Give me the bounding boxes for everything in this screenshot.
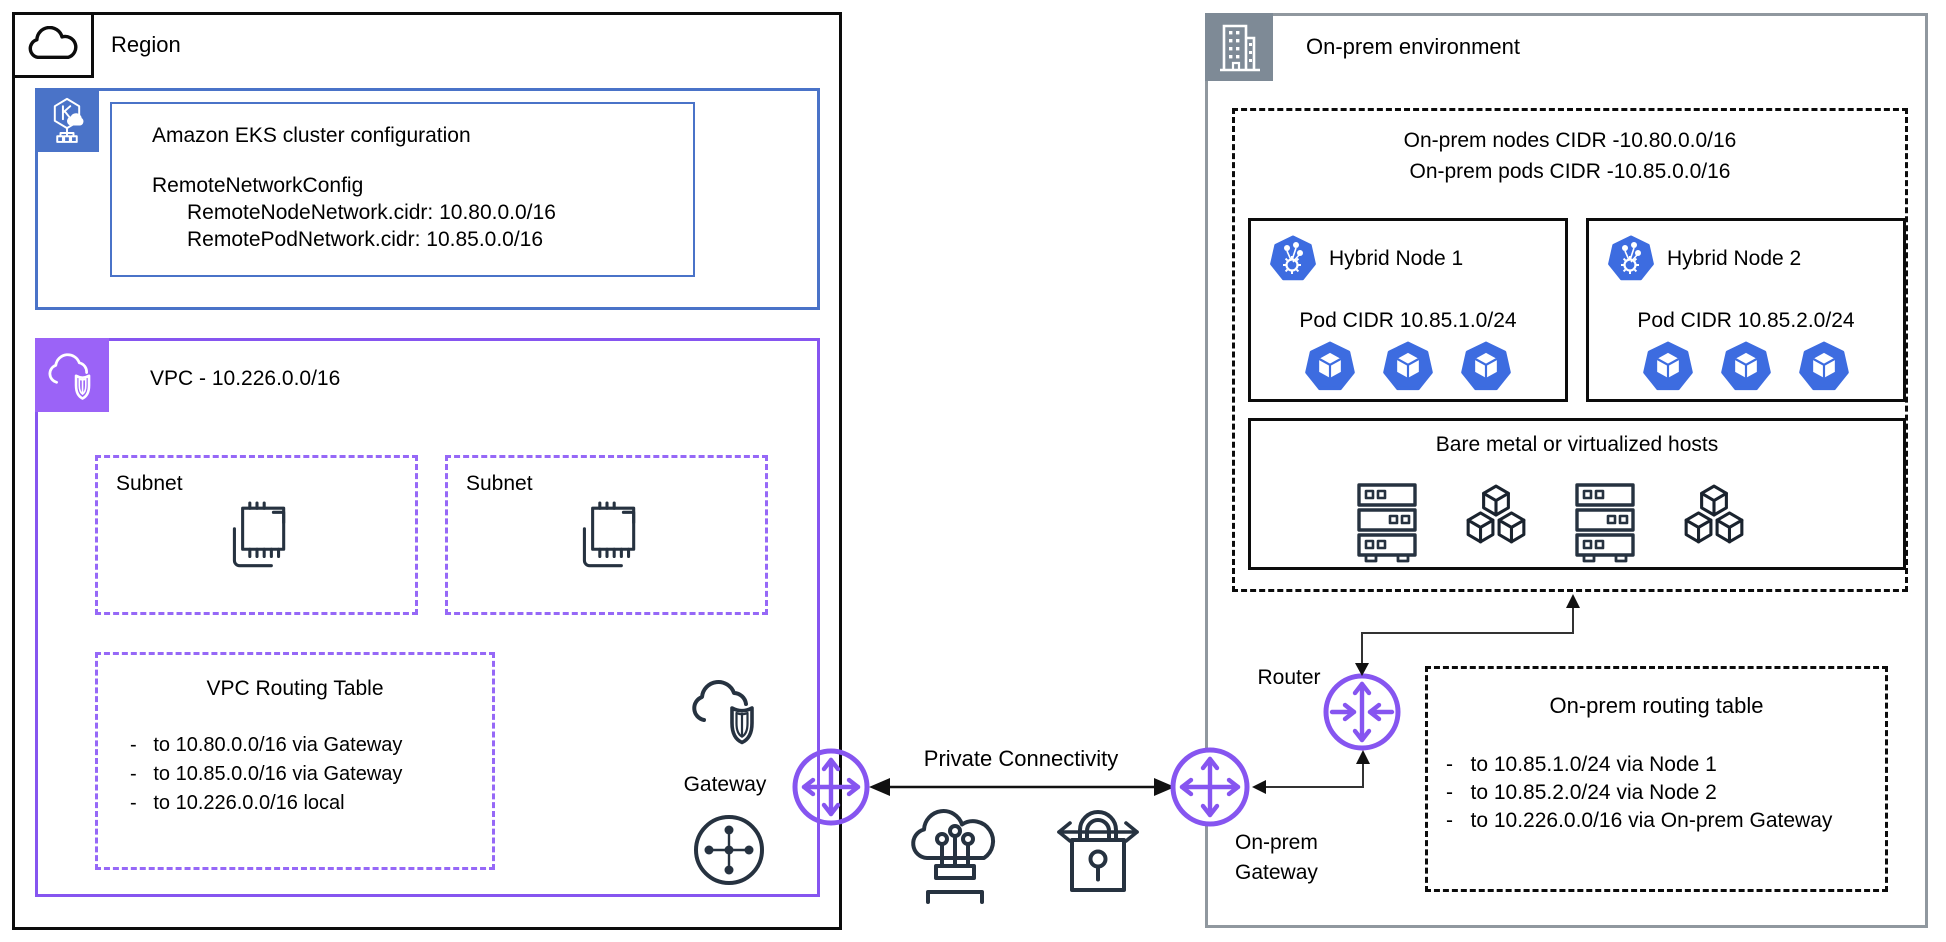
region-label: Region — [111, 32, 181, 57]
hybrid-node-2-title: Hybrid Node 2 — [1667, 247, 1802, 270]
eks-service-icon — [35, 88, 99, 152]
vpc-routes: - to 10.80.0.0/16 via Gateway - to 10.85… — [98, 731, 492, 818]
subnet-box-2: Subnet — [445, 455, 768, 615]
server-rack-icon — [1357, 483, 1417, 563]
vpn-lock-icon — [1057, 810, 1139, 892]
hybrid-node-2-pod-cidr: Pod CIDR 10.85.2.0/24 — [1637, 309, 1855, 332]
eks-config-title: Amazon EKS cluster configuration — [152, 124, 471, 147]
onprem-routes: - to 10.85.1.0/24 via Node 1 - to 10.85.… — [1428, 751, 1885, 835]
router-label: Router — [1257, 666, 1321, 689]
vpc-group: VPC - 10.226.0.0/16 Subnet Subnet — [35, 338, 820, 897]
hybrid-node-2-box: Hybrid Node 2 Pod CIDR 10.85.2.0/24 — [1586, 218, 1906, 402]
hybrid-node-1-pod-cidr: Pod CIDR 10.85.1.0/24 — [1299, 309, 1517, 332]
onprem-route: - to 10.226.0.0/16 via On-prem Gateway — [1446, 809, 1833, 832]
kubernetes-node-icon — [1270, 235, 1316, 281]
pod-icon — [1305, 341, 1355, 391]
eks-config-line: RemotePodNetwork.cidr: 10.85.0.0/16 — [152, 228, 544, 251]
vpc-routing-table: VPC Routing Table - to 10.80.0.0/16 via … — [95, 652, 495, 870]
hosts-icons-row — [1251, 483, 1903, 563]
onprem-nodes-cidr: On-prem nodes CIDR -10.80.0.0/16 — [1403, 129, 1737, 152]
hybrid-node-1-box: Hybrid Node 1 Pod CIDR 10.85.1.0/24 — [1248, 218, 1568, 402]
building-icon — [1205, 13, 1273, 81]
onprem-route: - to 10.85.1.0/24 via Node 1 — [1446, 753, 1717, 776]
private-connectivity-arrow — [869, 778, 1175, 796]
vpc-route: - to 10.85.0.0/16 via Gateway — [130, 763, 403, 785]
cubes-icon — [1466, 484, 1526, 544]
subnet-box-1: Subnet — [95, 455, 418, 615]
pod-icon — [1461, 341, 1511, 391]
gateway-label: Gateway — [683, 773, 767, 796]
bare-metal-hosts-title: Bare metal or virtualized hosts — [1435, 433, 1719, 456]
subnet-label: Subnet — [466, 472, 533, 495]
aws-cloud-icon — [28, 26, 78, 60]
pod-icon — [1799, 341, 1849, 391]
eks-config-lines: RemoteNetworkConfig RemoteNodeNetwork.ci… — [152, 172, 693, 253]
eks-config-panel: Amazon EKS cluster configuration RemoteN… — [110, 102, 695, 277]
onprem-network-boundary: On-prem nodes CIDR -10.80.0.0/16 On-prem… — [1232, 108, 1908, 592]
subnet-chip-icon — [232, 501, 285, 568]
server-rack-icon — [1575, 483, 1635, 563]
subnet-label: Subnet — [116, 472, 183, 495]
vpc-route: - to 10.80.0.0/16 via Gateway — [130, 734, 403, 756]
pod-icon — [1643, 341, 1693, 391]
onprem-routing-table: On-prem routing table - to 10.85.1.0/24 … — [1425, 666, 1888, 892]
pod-icon — [1721, 341, 1771, 391]
network-hub-icon — [694, 815, 764, 885]
vpc-route: - to 10.226.0.0/16 local — [130, 792, 345, 814]
onprem-gateway-label: On-prem Gateway — [1235, 831, 1318, 884]
eks-config-line: RemoteNetworkConfig — [152, 174, 364, 197]
onprem-route: - to 10.85.2.0/24 via Node 2 — [1446, 781, 1717, 804]
onprem-routing-table-title: On-prem routing table — [1549, 693, 1764, 718]
region-corner-box — [12, 12, 94, 78]
onprem-group: On-prem environment On-prem nodes CIDR -… — [1205, 13, 1928, 928]
subnet-chip-icon — [582, 501, 635, 568]
bare-metal-hosts-box: Bare metal or virtualized hosts — [1248, 418, 1906, 570]
hybrid-node-1-title: Hybrid Node 1 — [1329, 247, 1464, 270]
private-connectivity-label: Private Connectivity — [923, 746, 1119, 771]
vpc-title: VPC - 10.226.0.0/16 — [150, 367, 341, 390]
pod-icon — [1383, 341, 1433, 391]
direct-connect-icon — [911, 809, 995, 904]
vpc-icon — [35, 338, 109, 412]
onprem-title: On-prem environment — [1306, 34, 1520, 59]
eks-config-group: Amazon EKS cluster configuration RemoteN… — [35, 88, 820, 310]
cloud-shield-gateway-icon — [692, 680, 754, 745]
hybrid-node-1-pods — [1251, 341, 1565, 393]
cubes-icon — [1684, 484, 1744, 544]
kubernetes-node-icon — [1608, 235, 1654, 281]
vpc-routing-table-title: VPC Routing Table — [206, 677, 384, 700]
region-group: Region Amazon EKS cluster con — [12, 12, 842, 930]
onprem-pods-cidr: On-prem pods CIDR -10.85.0.0/16 — [1409, 160, 1731, 183]
onprem-cidr-lines: On-prem nodes CIDR -10.80.0.0/16 On-prem… — [1235, 125, 1905, 187]
eks-config-line: RemoteNodeNetwork.cidr: 10.80.0.0/16 — [152, 201, 556, 224]
hybrid-node-2-pods — [1589, 341, 1903, 393]
